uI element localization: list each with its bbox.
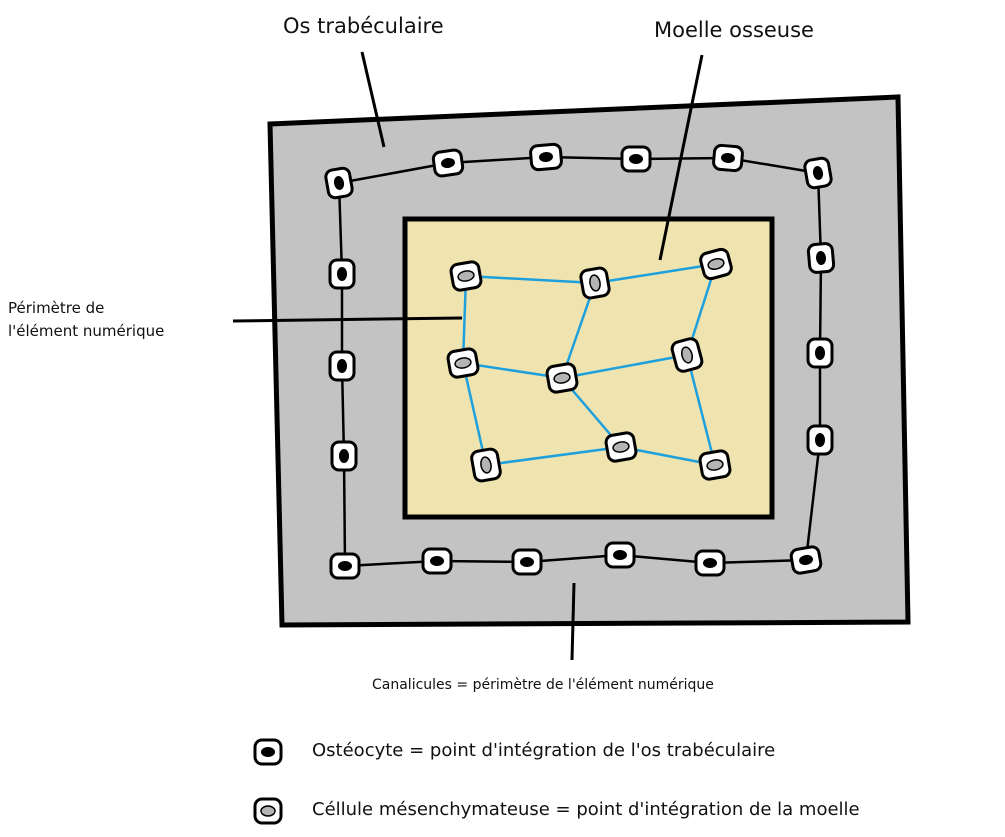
osteocyte-icon bbox=[511, 548, 543, 576]
legend-osteocyte-text: Ostéocyte = point d'intégration de l'os … bbox=[312, 740, 776, 761]
osteocyte-icon bbox=[806, 242, 836, 274]
mesenchymal-cell-icon bbox=[446, 347, 480, 379]
osteocyte-icon bbox=[694, 549, 726, 577]
osteocyte-icon bbox=[803, 156, 833, 190]
osteocyte-icon bbox=[806, 424, 834, 456]
osteocyte-icon bbox=[431, 148, 465, 178]
osteocyte-cells bbox=[324, 142, 836, 580]
trabecular-bone-label: Os trabéculaire bbox=[283, 14, 444, 38]
mesenchymal-cell-icon bbox=[545, 362, 579, 394]
perimeter-label-line2: l'élément numérique bbox=[8, 322, 165, 340]
legend-mesenchymal-text: Céllule mésenchymateuse = point d'intégr… bbox=[312, 799, 860, 820]
canaliculi-pointer bbox=[570, 582, 576, 661]
osteocyte-icon bbox=[620, 145, 652, 173]
mesenchymal-cell-icon bbox=[698, 449, 732, 481]
mesenchymal-cell-icon bbox=[470, 447, 502, 483]
mesenchymal-cell-icon bbox=[604, 431, 638, 463]
osteocyte-icon bbox=[604, 541, 636, 569]
osteocyte-icon bbox=[329, 552, 361, 580]
osteocyte-icon bbox=[328, 350, 356, 382]
mesenchymal-cell-icon bbox=[670, 337, 704, 373]
osteocyte-icon bbox=[529, 142, 563, 172]
canaliculi-label: Canalicules = périmètre de l'élément num… bbox=[372, 677, 714, 693]
mesenchymal-cell-icon bbox=[449, 260, 483, 292]
perimeter-pointer bbox=[232, 316, 463, 323]
trabecular-bone-pointer bbox=[360, 51, 386, 148]
mesenchymal-cell-icon bbox=[699, 247, 733, 281]
bone-marrow-label: Moelle osseuse bbox=[654, 18, 814, 42]
osteocyte-icon bbox=[421, 547, 453, 575]
osteocyte-icon bbox=[806, 337, 834, 369]
osteocyte-icon bbox=[712, 143, 744, 173]
osteocyte-icon bbox=[330, 440, 358, 472]
mesenchymal-cell-icon bbox=[579, 266, 611, 300]
osteocyte-icon bbox=[789, 545, 823, 575]
mesenchymal-cells bbox=[446, 247, 733, 483]
osteocyte-icon bbox=[328, 258, 356, 290]
mesenchymal-cell-icon bbox=[253, 797, 283, 825]
osteocyte-icon bbox=[253, 738, 283, 766]
perimeter-label-line1: Périmètre de bbox=[8, 299, 105, 317]
osteocyte-icon bbox=[324, 166, 354, 200]
